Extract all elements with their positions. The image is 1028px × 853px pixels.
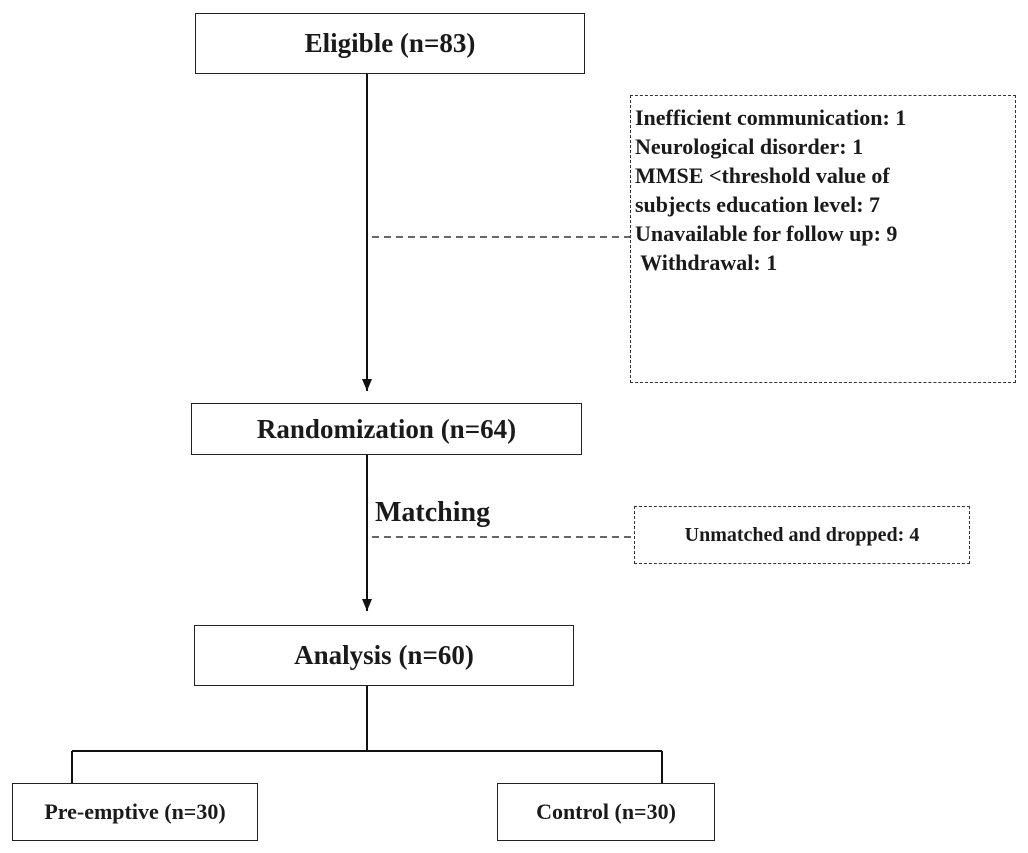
eligible-label: Eligible (n=83)	[304, 28, 476, 58]
preemptive-box: Pre-emptive (n=30)	[12, 783, 258, 841]
randomization-box: Randomization (n=64)	[191, 403, 582, 455]
exclusions-box: Inefficient communication: 1 Neurologica…	[630, 95, 1016, 383]
unmatched-box: Unmatched and dropped: 4	[634, 506, 970, 564]
matching-label: Matching	[375, 497, 491, 528]
exclusion-line-3: MMSE <threshold value of	[635, 163, 890, 188]
preemptive-label: Pre-emptive (n=30)	[44, 799, 226, 824]
analysis-label: Analysis (n=60)	[294, 640, 474, 670]
exclusion-line-6: Withdrawal: 1	[635, 250, 778, 275]
exclusion-line-5: Unavailable for follow up: 9	[635, 221, 898, 246]
randomization-label: Randomization (n=64)	[256, 413, 517, 444]
exclusion-line-2: Neurological disorder: 1	[635, 134, 864, 159]
analysis-box: Analysis (n=60)	[194, 625, 574, 686]
control-box: Control (n=30)	[497, 783, 715, 841]
eligible-box: Eligible (n=83)	[195, 13, 585, 74]
exclusion-line-1: Inefficient communication: 1	[635, 105, 907, 130]
exclusion-line-4: subjects education level: 7	[635, 192, 881, 217]
unmatched-label: Unmatched and dropped: 4	[684, 523, 920, 546]
control-label: Control (n=30)	[536, 799, 676, 824]
